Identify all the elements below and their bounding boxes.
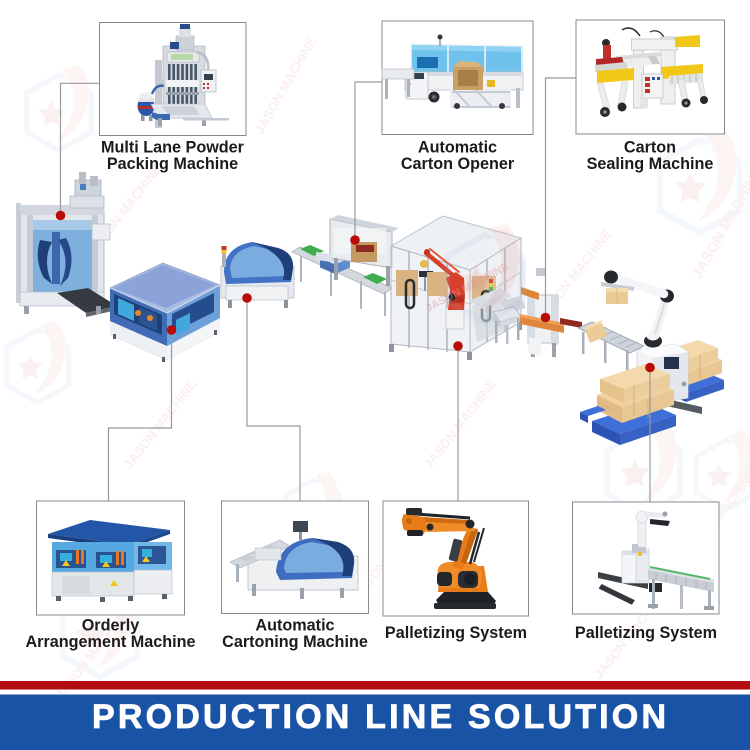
svg-text:Palletizing System: Palletizing System xyxy=(385,624,527,642)
svg-text:Multi Lane Powder: Multi Lane Powder xyxy=(101,139,245,157)
svg-text:PRODUCTION LINE SOLUTION: PRODUCTION LINE SOLUTION xyxy=(92,698,666,736)
svg-text:Carton Opener: Carton Opener xyxy=(401,155,515,173)
svg-text:Sealing Machine: Sealing Machine xyxy=(587,155,714,173)
svg-text:Orderly: Orderly xyxy=(82,617,140,635)
svg-text:Automatic: Automatic xyxy=(255,617,334,635)
svg-text:Arrangement Machine: Arrangement Machine xyxy=(25,633,195,651)
svg-text:Palletizing System: Palletizing System xyxy=(575,624,717,642)
svg-text:Cartoning Machine: Cartoning Machine xyxy=(222,633,368,651)
svg-text:Carton: Carton xyxy=(624,139,676,157)
svg-text:Packing Machine: Packing Machine xyxy=(107,155,238,173)
svg-text:Automatic: Automatic xyxy=(418,139,497,157)
